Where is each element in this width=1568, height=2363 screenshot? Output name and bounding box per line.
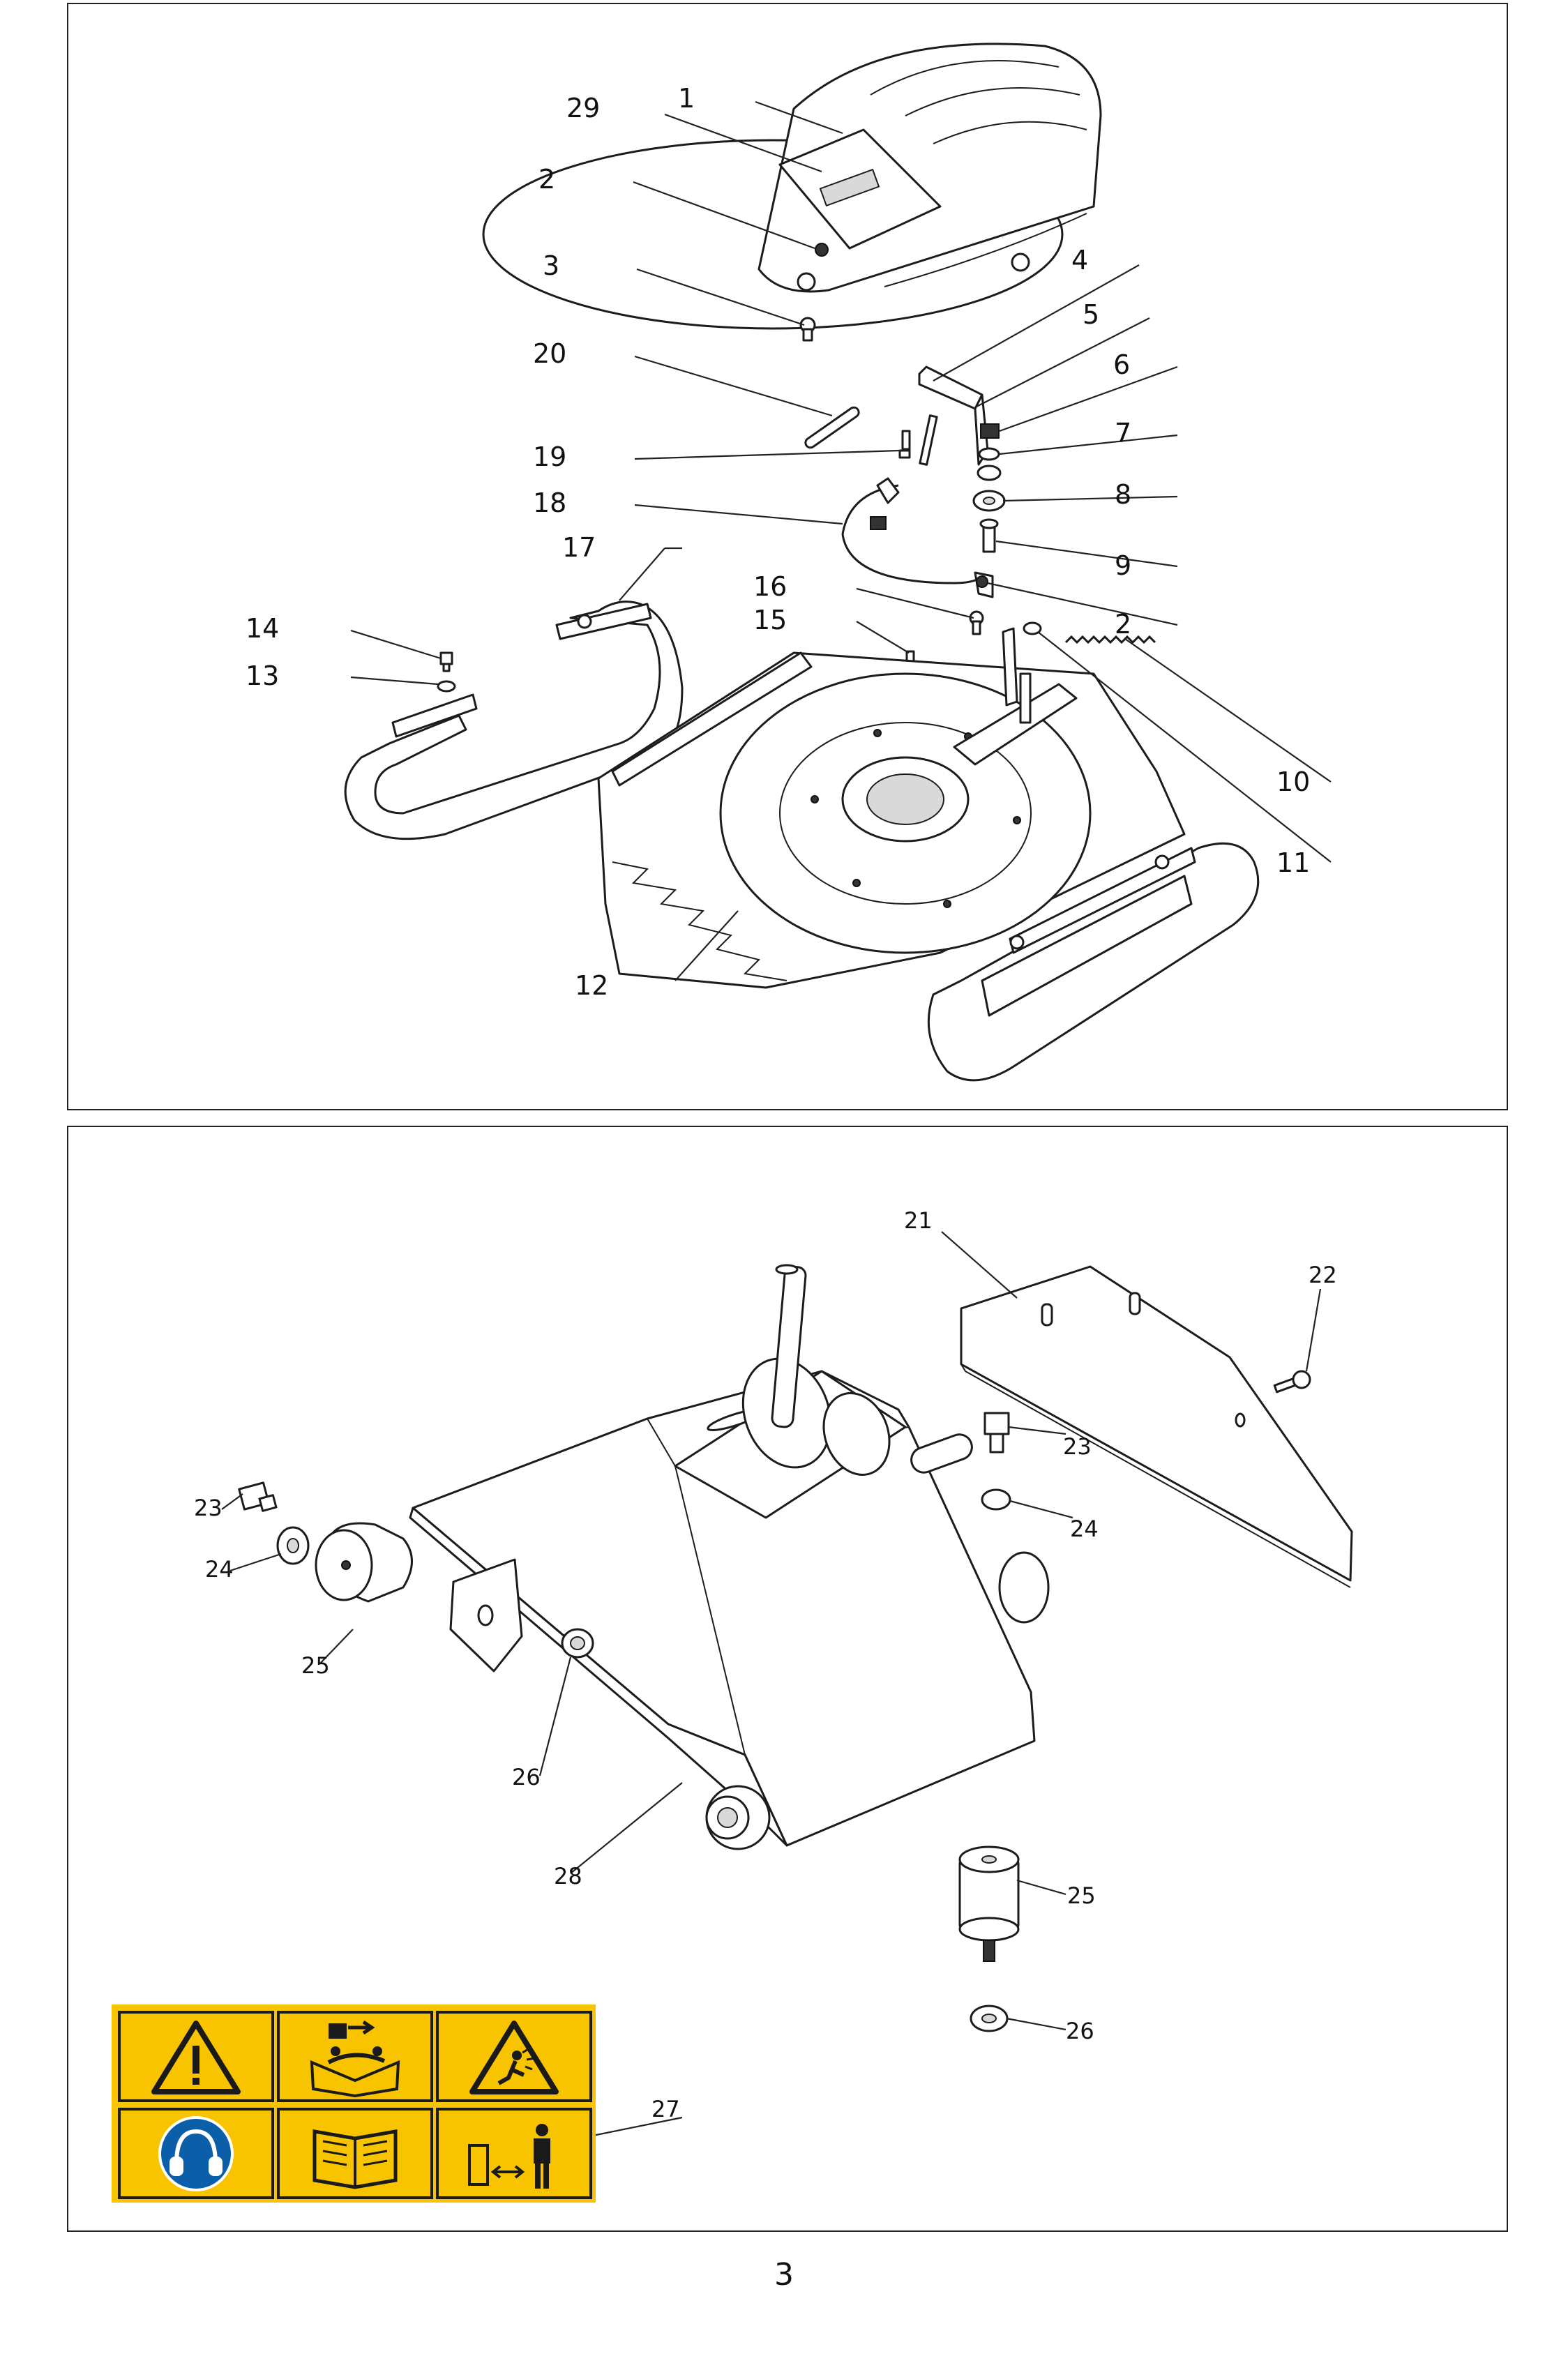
bottom-exploded-view-panel: 21 22 23 24 23 24 25 26 28 25 26 27 [67,1126,1508,2232]
screw-part-14 [439,651,453,672]
bolt-part-23 [983,1412,1010,1454]
callout-label: 28 [554,1863,582,1889]
housing-part-28 [409,1264,1050,1850]
callout-label: 14 [246,613,280,644]
disconnect-before-maintenance-icon [310,2020,400,2098]
nut-part-2 [976,575,988,588]
callout-label: 15 [753,605,787,635]
safety-cell [277,2108,433,2199]
warning-triangle-icon [151,2021,241,2094]
callout-label: 16 [753,571,787,602]
safety-cell [436,2108,592,2199]
mower-deck-part-12 [597,627,1260,1082]
clip-part-11 [1023,621,1042,635]
callout-label: 23 [194,1495,223,1521]
callout-label: 24 [1070,1516,1099,1542]
callout-label: 2 [538,164,556,195]
pin-part-20 [804,406,860,449]
damper-part-25-bottom [958,1845,1020,1962]
callout-label: 25 [301,1652,330,1679]
bracket-part-4 [918,365,989,466]
leader-lines-top [350,100,1332,981]
callout-label: 3 [543,250,560,281]
callout-label: 29 [566,93,601,123]
callout-label: 11 [1276,847,1311,878]
washer-part-13 [437,680,456,693]
callout-label: 17 [562,532,596,563]
callout-label: 9 [1115,550,1132,581]
callout-label: 7 [1115,418,1132,448]
screw-part-19 [898,430,911,459]
safety-cell [436,2011,592,2102]
nut-part-26-left [561,1628,594,1659]
projectile-hazard-icon [469,2021,559,2094]
callout-label: 4 [1071,245,1089,275]
top-exploded-view-panel: 1 29 2 3 4 5 6 7 8 9 20 19 18 17 14 13 1… [67,3,1508,1110]
callout-label: 13 [246,660,280,691]
bottom-exploded-view-drawing [221,1231,1353,2141]
cable-part-18 [841,477,994,598]
hardware-stack [972,423,1006,553]
damper-part-25-left [315,1522,413,1603]
screw-part-16 [969,610,984,635]
top-exploded-view-drawing [344,43,1332,1082]
cover-plate-part-21 [960,1265,1353,1588]
callout-label: 22 [1309,1262,1337,1288]
bolt-part-23-left [238,1481,278,1512]
callout-label: 27 [651,2096,680,2122]
read-manual-icon [312,2129,398,2189]
callout-label: 18 [533,488,567,518]
safety-cell [118,2011,274,2102]
callout-label: 20 [533,338,567,369]
callout-label: 19 [533,441,567,472]
callout-label: 23 [1063,1433,1092,1460]
callout-label: 25 [1067,1882,1096,1909]
callout-label: 24 [205,1556,234,1583]
belt-guard-part-17 [344,601,684,840]
callout-label: 2 [1115,609,1132,640]
callout-label: 26 [512,1764,541,1790]
ear-protection-icon [158,2116,234,2191]
callout-label: 8 [1115,479,1132,510]
safety-label-part-27 [112,2005,596,2203]
spring-part-10 [1064,635,1156,644]
screw-part-3 [799,317,816,342]
screw-part-22 [1273,1370,1311,1394]
washer-part-24 [981,1488,1011,1511]
callout-label: 6 [1113,349,1131,380]
page-number: 3 [774,2257,794,2293]
leader-lines-bottom [221,1231,1322,2141]
callout-label: 21 [904,1207,933,1234]
keep-distance-icon [468,2124,550,2189]
callout-label: 5 [1083,299,1100,330]
nut-part-26-bottom [970,2005,1009,2032]
engine-cover-part [482,43,1102,330]
callout-label: 26 [1066,2018,1094,2044]
safety-cell [277,2011,433,2102]
safety-cell [118,2108,274,2199]
callout-label: 12 [575,970,609,1001]
callout-label: 10 [1276,767,1311,797]
callout-label: 1 [678,83,695,114]
